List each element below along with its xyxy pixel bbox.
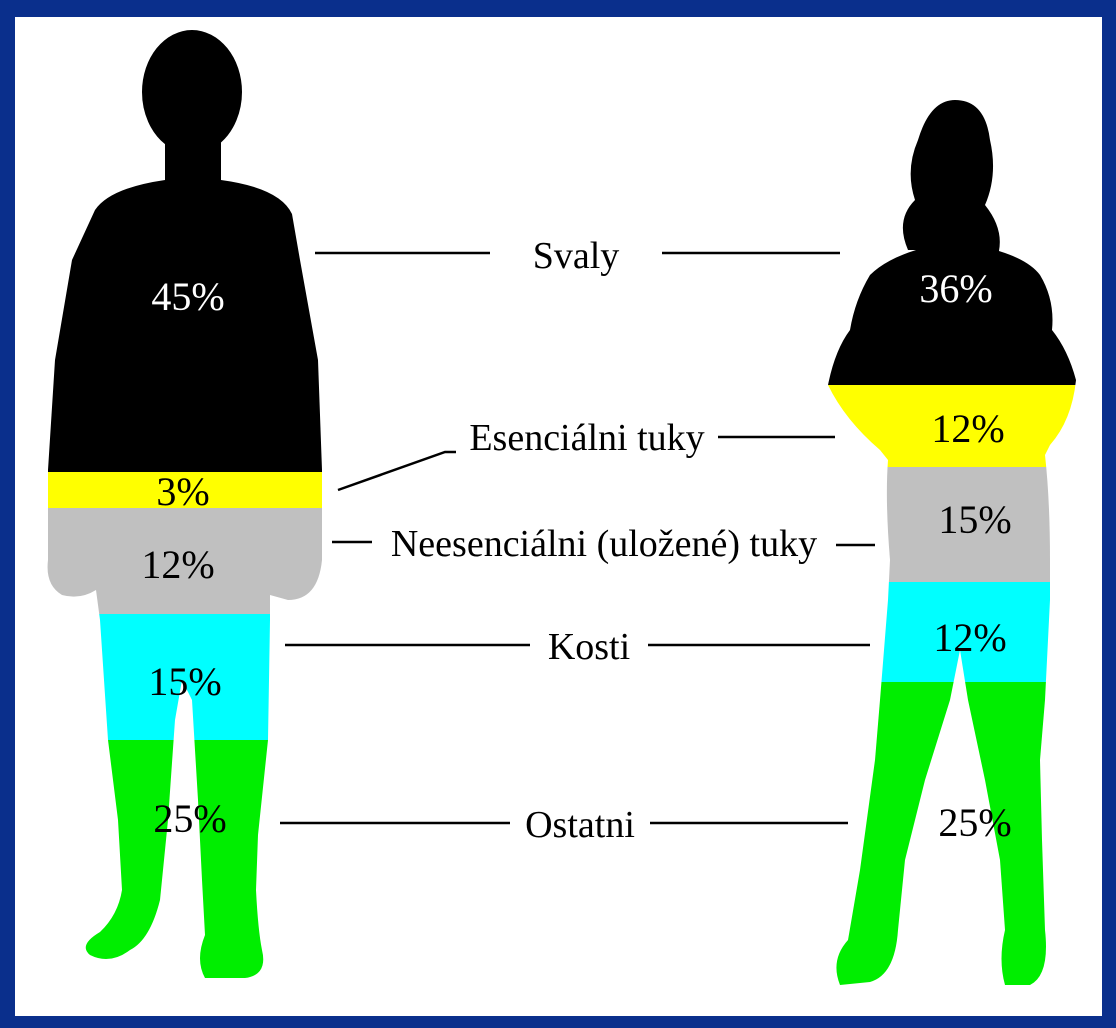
female-storage-fat-percent: 15% xyxy=(938,497,1011,542)
female-essential-fat-percent: 12% xyxy=(931,406,1004,451)
male-storage-fat-percent: 12% xyxy=(141,542,214,587)
male-bones-percent: 15% xyxy=(148,659,221,704)
male-muscle-band xyxy=(0,0,400,472)
female-bones-percent: 12% xyxy=(933,615,1006,660)
label-other: Ostatni xyxy=(525,804,635,846)
male-muscle-percent: 45% xyxy=(151,274,224,319)
label-muscle: Svaly xyxy=(533,235,620,277)
label-bones: Kosti xyxy=(548,626,630,668)
female-muscle-band xyxy=(780,0,1100,385)
male-essential-fat-percent: 3% xyxy=(156,469,209,514)
female-other-percent: 25% xyxy=(938,800,1011,845)
label-essential-fat: Esenciálni tuky xyxy=(469,417,704,459)
female-muscle-percent: 36% xyxy=(919,266,992,311)
male-other-band xyxy=(0,740,400,1000)
label-storage-fat: Neesenciálni (uložené) tuky xyxy=(391,523,817,565)
male-other-percent: 25% xyxy=(153,796,226,841)
essential-fat-line-left xyxy=(338,452,456,490)
